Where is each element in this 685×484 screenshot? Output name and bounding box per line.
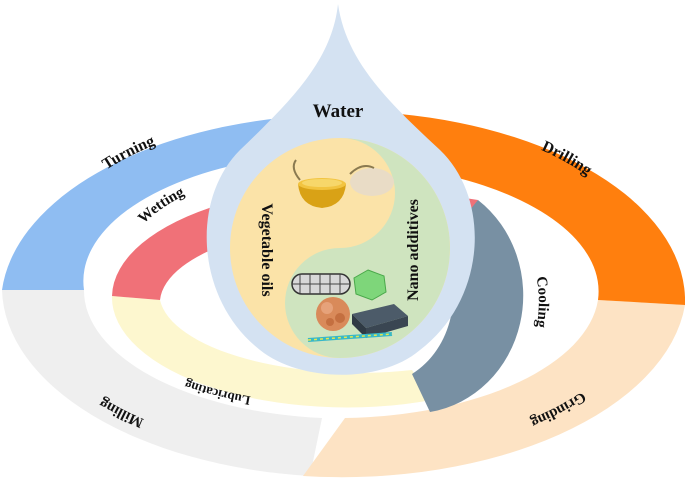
turning-segment xyxy=(2,118,280,290)
cooling-label: Cooling xyxy=(533,275,551,329)
lubricating-segment xyxy=(111,296,432,408)
outer-ring xyxy=(2,114,685,478)
drilling-segment xyxy=(400,114,685,305)
water-drop: Water Vegetable oils Nano additives xyxy=(206,4,475,375)
nanosheet-stack-icon xyxy=(352,304,408,338)
milling-segment xyxy=(2,290,322,476)
wetting-segment xyxy=(112,204,238,300)
graphene-flake-icon xyxy=(353,269,387,301)
oil-bowl-icon xyxy=(292,159,394,208)
nano-additives-label: Nano additives xyxy=(405,199,422,301)
nanoparticle-cluster-icon xyxy=(316,297,350,331)
nanowire-icon xyxy=(307,332,393,342)
water-label: Water xyxy=(313,101,364,122)
cooling-segment xyxy=(412,200,524,412)
vegetable-oils-label: Vegetable oils xyxy=(258,203,275,296)
nanotube-icon xyxy=(291,273,351,295)
grinding-segment xyxy=(303,300,685,478)
